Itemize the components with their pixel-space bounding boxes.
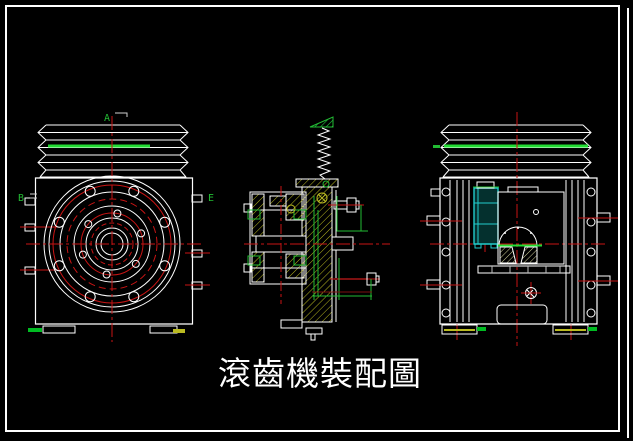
section-label-e: E (208, 193, 214, 204)
section-label-b: B (18, 193, 24, 204)
front-tab-centerlines (20, 227, 210, 285)
front-body (36, 178, 193, 324)
side-dome-assembly (478, 187, 570, 324)
section-tick-b (30, 194, 37, 198)
side-cyan-guide-block (473, 182, 499, 248)
section-bottom-bolt (312, 258, 380, 300)
section-cut-flag-icon (310, 117, 333, 127)
drawing-frame (5, 5, 620, 432)
section-arrow-a (115, 113, 127, 117)
drawing-frame-right-line (627, 8, 629, 438)
section-view (244, 117, 390, 340)
side-feet (442, 325, 597, 334)
front-bellows (37, 124, 189, 179)
front-feet (28, 326, 185, 333)
side-tabs (427, 189, 610, 289)
spring (318, 128, 330, 179)
side-bellows (440, 124, 592, 179)
front-centerlines (26, 116, 202, 342)
section-bearing-housing (244, 186, 318, 304)
side-tab-centerlines (420, 218, 618, 285)
front-view: A (18, 113, 214, 342)
front-bolt-holes-outer (54, 186, 169, 301)
side-ribs (450, 180, 584, 322)
drawing-title: 滾齒機裝配圖 (218, 357, 422, 393)
front-bolt-holes-inner (79, 210, 144, 278)
section-label-a: A (104, 113, 110, 124)
section-top-bolt (328, 196, 368, 231)
section-plate (281, 179, 338, 340)
side-view (420, 112, 618, 346)
side-green-tick (433, 145, 440, 148)
side-body (440, 178, 597, 324)
